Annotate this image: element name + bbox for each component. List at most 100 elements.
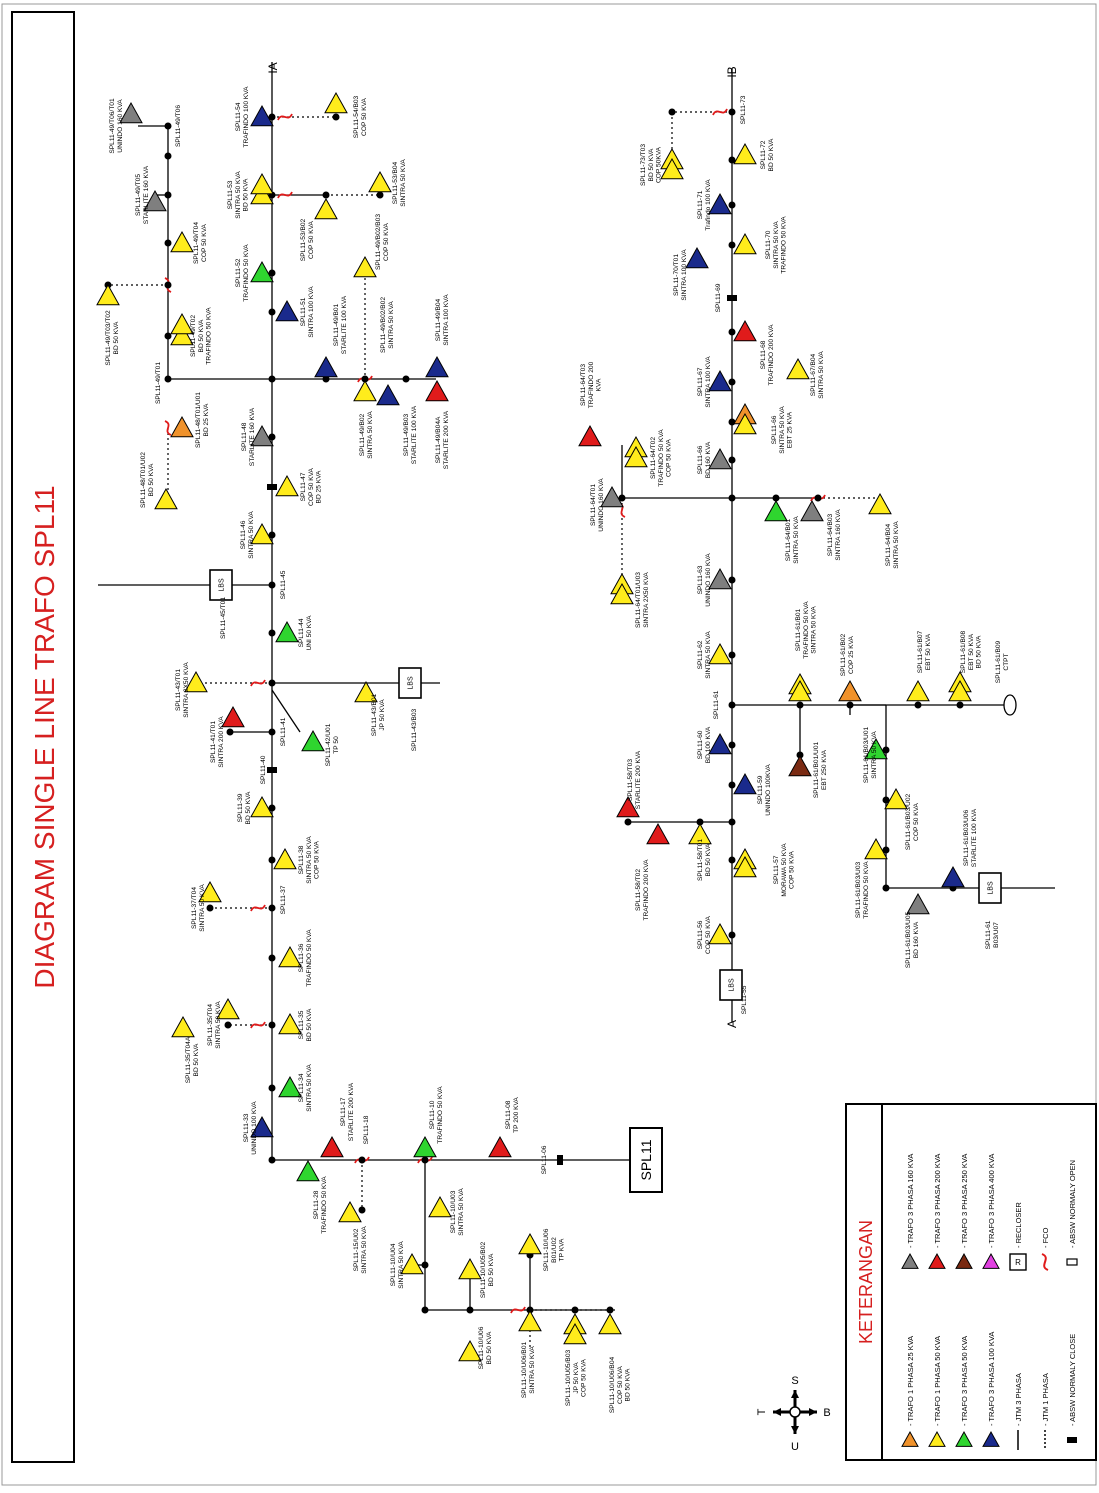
transformer-yellow-icon	[273, 847, 297, 870]
node-label-n49b01: SPL11-49/B01STARLITE 100 KVA	[333, 295, 348, 354]
node-label-n41: SPL11-41	[280, 717, 287, 746]
node-label-n18: SPL11-18	[363, 1115, 370, 1144]
node-label-n61: SPL11-61	[713, 690, 720, 719]
node-label-n49b04a: SPL11-49/B04ASTARLITE 200 KVA	[435, 410, 450, 469]
fco-icon	[164, 420, 172, 436]
legend-label: - ABSW NORMALY CLOSE	[1068, 1334, 1077, 1426]
node-label-n49t05: SPL11-49/T05STARLITE 160 KVA	[135, 165, 150, 224]
transformer-blue-icon	[275, 299, 299, 322]
legend-triangle-red-icon	[928, 1252, 946, 1269]
transformer-gray-icon	[119, 101, 143, 124]
node-label-n64b04: SPL11-64/B04SINTRA 50 KVA	[885, 521, 900, 569]
transformer-orange-icon	[838, 679, 862, 702]
transformer-yellow-icon	[250, 795, 274, 818]
node-label-n58t01: SPL11-58/T01BD 50 KVA	[697, 839, 712, 881]
legend-switch-open-icon	[1066, 1258, 1078, 1266]
node-dot	[421, 1156, 429, 1164]
node-label-n17: SPL11-17STARLITE 200 KVA	[340, 1082, 355, 1141]
node-dot	[421, 1306, 429, 1314]
node-label-n55: SPL11-55	[741, 985, 748, 1014]
node-label-n49b03: SPL11-49/B03STARLITE 100 KVA	[403, 405, 418, 464]
node-label-n61b03u06: SPL11-61/B03/U06STARLITE 100 KVA	[963, 808, 978, 867]
node-dot	[164, 375, 172, 383]
legend-label: - TRAFO 3 PHASA 160 KVA	[906, 1154, 915, 1248]
transformer-blue-icon	[941, 865, 965, 888]
lbs-label: LBS	[408, 676, 415, 690]
node-label-n10u03: SPL11-10/U03SINTRA 50 KVA	[450, 1188, 465, 1236]
diagram-title: DIAGRAM SINGLE LINE TRAFO SPL11	[29, 485, 60, 988]
transformer-yellow-icon	[708, 642, 732, 665]
fco-icon	[712, 108, 728, 116]
connector-a: A	[725, 1020, 739, 1028]
transformer-brown-icon	[788, 754, 812, 777]
node-dot	[624, 818, 632, 826]
node-label-n58t03: SPL11-58/T03STARLITE 200 KVA	[627, 750, 642, 809]
transformer-yellow-icon	[688, 822, 712, 845]
switch-icon	[267, 767, 277, 773]
transformer-yellow-icon	[353, 379, 377, 402]
node-dot	[358, 1156, 366, 1164]
transformer-blue-icon	[250, 104, 274, 127]
transformer-yellow-icon	[598, 1312, 622, 1335]
transformer-yellow-icon	[884, 787, 908, 810]
node-dot	[361, 375, 369, 383]
node-label-n68: SPL11-68TRAFINDO 200 KVA	[760, 324, 775, 386]
node-label-n48: SPL11-48STARLITE 160 KVA	[241, 407, 256, 466]
node-label-n70: SPL11-70SINTRA 50 KVATRAFINDO 50 KVA	[765, 216, 788, 274]
transformer-yellow-icon	[171, 1015, 195, 1038]
substation-box: SPL11	[629, 1127, 663, 1193]
legend-triangle-brown-icon	[955, 1252, 973, 1269]
transformer-blue-icon	[314, 355, 338, 378]
node-dot	[728, 241, 736, 249]
node-dot	[606, 1306, 614, 1314]
node-label-n10u04: SPL11-10/U04SINTRA 50 KVA	[390, 1241, 405, 1289]
node-label-n73t03: SPL11-73/T03BD 50 KVACOP 50KVA	[640, 144, 663, 186]
transformer-yellow-icon	[518, 1309, 542, 1332]
transformer-yellow-icon	[518, 1232, 542, 1255]
node-label-n43b01: SPL11-43/B01JP 50 KVA	[371, 693, 386, 736]
transformer-green-icon	[301, 729, 325, 752]
connector-ib: IB	[725, 66, 739, 77]
lbs-box: LBS	[978, 872, 1002, 904]
node-label-n10u05b02: SPL11-10/U05/B02BD 50 KVA	[480, 1242, 495, 1299]
node-dot	[882, 884, 890, 892]
node-label-n10u06b03: SPL11-10/U05/B03JP 50 KVACOP 50 KVA	[565, 1350, 588, 1407]
node-dot	[268, 1021, 276, 1029]
transformer-yellow-icon	[624, 445, 648, 468]
legend-label: - TRAFO 1 PHASA 25 KVA	[906, 1336, 915, 1426]
legend-fco-icon	[1041, 1253, 1049, 1271]
node-dot	[882, 746, 890, 754]
node-label-n64b03: SPL11-64/B03SINTRA 160 KVA	[827, 509, 842, 561]
node-dot	[164, 332, 172, 340]
transformer-green-icon	[275, 620, 299, 643]
node-dot	[268, 113, 276, 121]
transformer-yellow-icon	[96, 283, 120, 306]
node-label-n10u06b04: SPL11-10/U06/B04COP 50 KVABD 50 KVA	[609, 1357, 632, 1414]
transformer-gray-icon	[800, 499, 824, 522]
node-label-n10: SPL11-10TRAFINDO 50 KVA	[429, 1086, 444, 1144]
node-label-n62: SPL11-62SINTRA 50 KVA	[697, 631, 712, 679]
circuit-a-single-phase	[108, 116, 615, 1350]
transformer-blue-icon	[733, 772, 757, 795]
node-dot	[268, 904, 276, 912]
node-label-n10u06: SPL11-10/U06B01/U02TP KVA	[543, 1228, 566, 1271]
node-dot	[268, 804, 276, 812]
node-dot	[164, 122, 172, 130]
node-dot	[728, 456, 736, 464]
transformer-gray-icon	[708, 447, 732, 470]
node-label-n47: SPL11-47COP 50 KVABD 25 KVA	[300, 467, 323, 505]
transformer-yellow-icon	[733, 412, 757, 435]
node-label-n64t01: SPL11-64/T01UNINDO 160 KVA	[590, 478, 605, 532]
node-dot	[728, 201, 736, 209]
compass: T S U B	[756, 1375, 831, 1453]
transformer-red-icon	[425, 379, 449, 402]
node-dot	[728, 108, 736, 116]
node-dot	[268, 581, 276, 589]
node-dot	[814, 494, 822, 502]
transformer-red-icon	[733, 319, 757, 342]
node-label-n61b01: SPL11-61/B01TRAFINDO 50 KVASINTRA 50 KVA	[795, 601, 818, 659]
transformer-yellow-icon	[278, 945, 302, 968]
legend-label: - TRAFO 3 PHASA 100 KVA	[987, 1332, 996, 1426]
transformer-yellow-icon	[458, 1257, 482, 1280]
node-dot	[402, 375, 410, 383]
